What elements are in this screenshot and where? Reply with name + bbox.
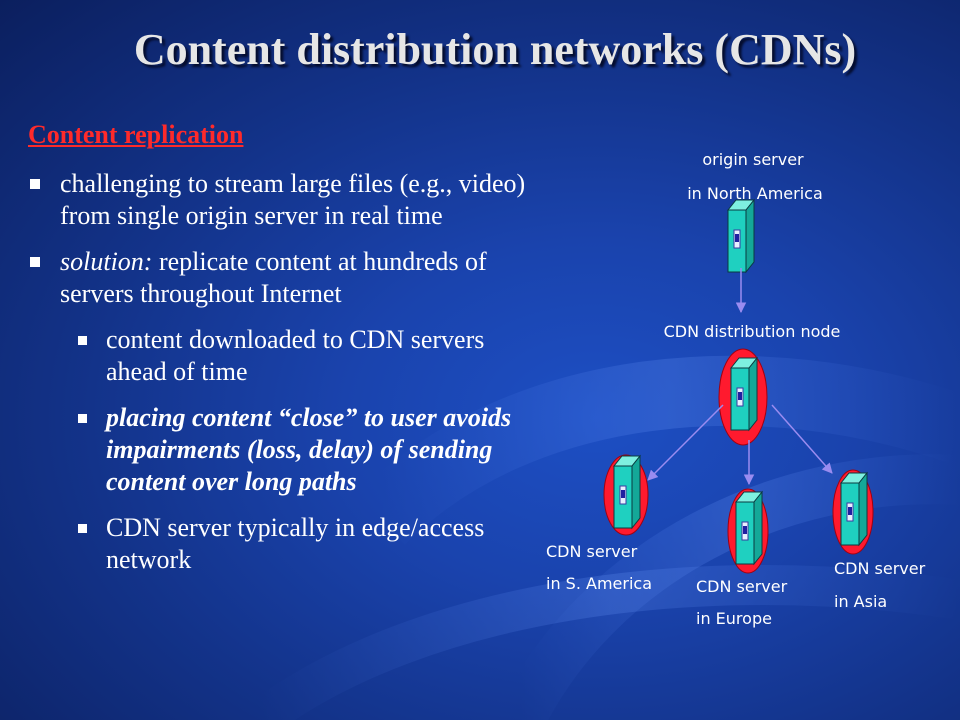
sa-server-icon [613, 455, 641, 529]
eu-server-icon [735, 491, 763, 565]
section-heading: Content replication [28, 120, 244, 149]
bullet-text: content downloaded to CDN servers ahead … [106, 325, 485, 386]
bullet-emphasis: solution: [60, 247, 153, 276]
subbullet-edge-network: CDN server typically in edge/access netw… [28, 512, 548, 576]
origin-server-icon [727, 199, 755, 273]
subbullet-close-to-user: placing content “close” to user avoids i… [28, 402, 548, 498]
node-to-asia-arrow [771, 404, 833, 474]
distribution-node-label: CDN distribution node [664, 322, 841, 341]
origin-label-line1: origin server [702, 150, 804, 169]
bullet-challenge: challenging to stream large files (e.g.,… [28, 168, 548, 232]
asia-label-line2: in Asia [834, 592, 887, 611]
bullet-text: placing content “close” to user avoids i… [106, 403, 512, 496]
sa-label-line1: CDN server [546, 542, 638, 561]
eu-label-line1: CDN server [696, 577, 788, 596]
bullet-square-icon [78, 524, 87, 533]
sa-label-line2: in S. America [546, 574, 652, 593]
cdn-diagram: origin server in North America CDN distr… [546, 150, 926, 628]
bullet-square-icon [30, 257, 40, 267]
bullet-list: challenging to stream large files (e.g.,… [28, 168, 548, 590]
bullet-text: replicate content at hundreds of servers… [60, 247, 487, 308]
origin-label-line2: in North America [687, 184, 823, 203]
distribution-node-server-icon [730, 357, 758, 431]
asia-label-line1: CDN server [834, 559, 926, 578]
slide-title: Content distribution networks (CDNs) [133, 25, 857, 74]
bullet-solution: solution: replicate content at hundreds … [28, 246, 548, 310]
bullet-text: challenging to stream large files (e.g.,… [60, 169, 526, 230]
bullet-square-icon [78, 336, 87, 345]
node-to-sa-arrow [647, 404, 724, 481]
bullet-square-icon [78, 414, 87, 423]
bullet-text: CDN server typically in edge/access netw… [106, 513, 485, 574]
eu-label-line2: in Europe [696, 609, 772, 628]
asia-server-icon [840, 472, 868, 546]
subbullet-downloaded: content downloaded to CDN servers ahead … [28, 324, 548, 388]
bullet-square-icon [30, 179, 40, 189]
